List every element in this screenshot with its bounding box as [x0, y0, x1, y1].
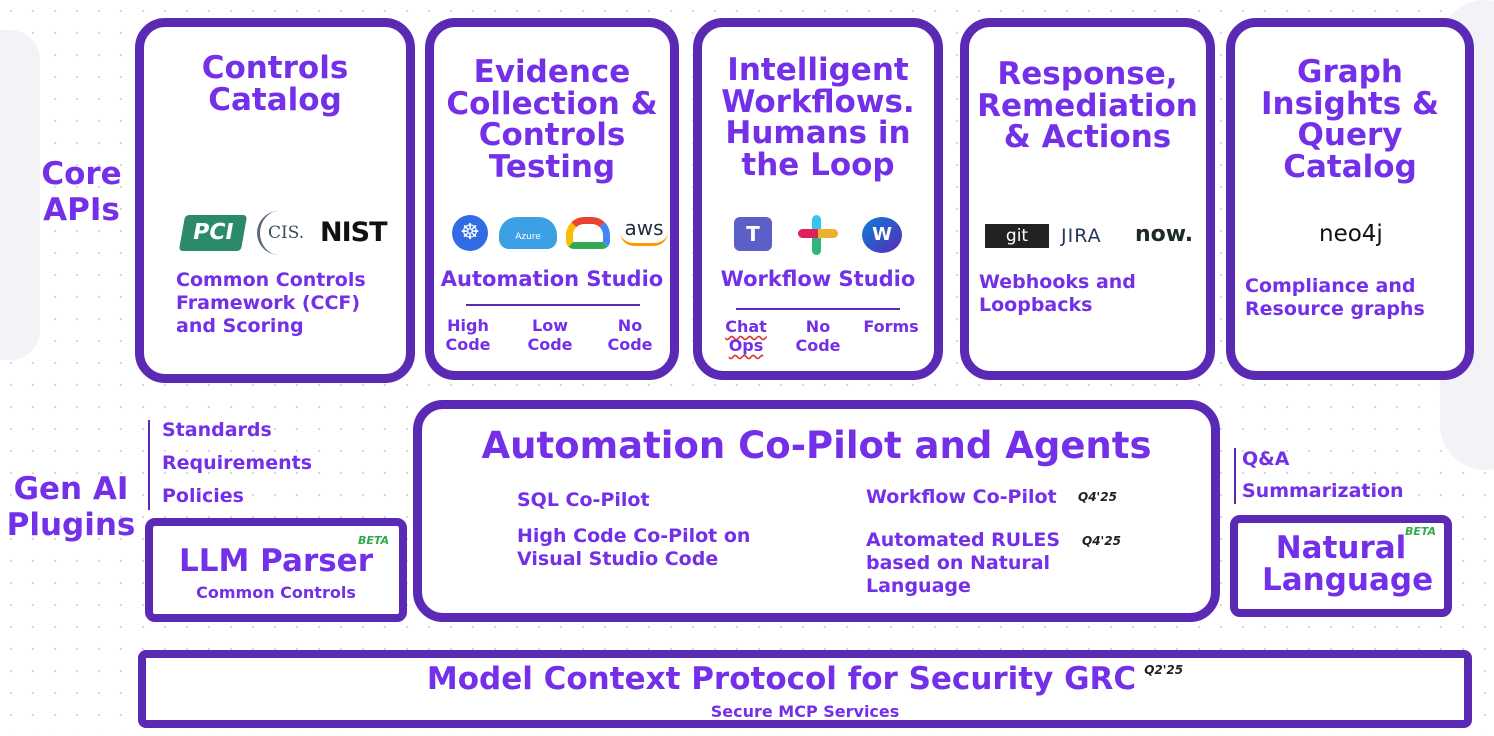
neo4j-logo: neo4j: [1319, 221, 1383, 247]
webhooks-description: Webhooks and Loopbacks: [979, 271, 1136, 317]
webex-icon: W: [862, 217, 902, 253]
natural-language-beta-badge: BETA: [1404, 525, 1436, 538]
gen-ai-plugins-label: Gen AI Plugins: [6, 471, 136, 543]
high-code-copilot-item: High Code Co-Pilot on Visual Studio Code: [517, 525, 751, 571]
controls-catalog-title: Controls Catalog: [201, 50, 349, 118]
evidence-collection-card: Evidence Collection & Controls Testing ☸…: [425, 18, 679, 380]
git-logo: git: [985, 224, 1049, 248]
graph-description: Compliance and Resource graphs: [1245, 275, 1425, 321]
automated-rules-item: Automated RULES based on Natural Languag…: [866, 529, 1060, 598]
sql-copilot-item: SQL Co-Pilot: [517, 489, 650, 511]
evidence-collection-title: Evidence Collection & Controls Testing: [446, 54, 658, 185]
kubernetes-icon: ☸: [452, 215, 488, 251]
mcp-subtitle: Secure MCP Services: [710, 702, 900, 721]
jira-logo: JIRA: [1061, 225, 1102, 247]
teams-icon: T: [734, 217, 772, 251]
ccf-description: Common Controls Framework (CCF) and Scor…: [176, 269, 366, 338]
watermark-left: [0, 30, 40, 360]
servicenow-logo: now.: [1135, 222, 1194, 247]
azure-icon: Azure: [499, 217, 557, 249]
nist-logo: NIST: [320, 217, 388, 248]
intelligent-workflows-title: Intelligent Workflows. Humans in the Loo…: [721, 52, 915, 183]
workflow-copilot-quarter-tag: Q4'25: [1078, 490, 1117, 504]
automated-rules-quarter-tag: Q4'25: [1082, 534, 1121, 548]
plugin-summarization: Summarization: [1242, 480, 1404, 502]
google-cloud-icon: [566, 217, 610, 249]
llm-parser-beta-badge: BETA: [357, 534, 389, 547]
llm-parser-subtitle: Common Controls: [196, 583, 356, 602]
llm-parser-card: BETA LLM Parser Common Controls: [145, 518, 407, 622]
cis-logo: CIS.: [257, 211, 307, 255]
graph-insights-card: Graph Insights & Query Catalog neo4j Com…: [1226, 18, 1474, 380]
aws-icon: aws: [620, 213, 668, 246]
intelligent-workflows-card: Intelligent Workflows. Humans in the Loo…: [693, 18, 943, 380]
copilot-card: Automation Co-Pilot and Agents SQL Co-Pi…: [413, 400, 1220, 622]
plugin-standards: Standards: [162, 419, 272, 441]
response-remediation-card: Response, Remediation & Actions git JIRA…: [960, 18, 1215, 380]
plugin-policies: Policies: [162, 485, 244, 507]
mcp-quarter-tag: Q2'25: [1144, 663, 1184, 677]
pci-logo: PCI: [178, 215, 248, 251]
response-remediation-title: Response, Remediation & Actions: [977, 56, 1198, 156]
copilot-title: Automation Co-Pilot and Agents: [481, 424, 1152, 467]
graph-insights-title: Graph Insights & Query Catalog: [1260, 54, 1440, 185]
natural-language-title: Natural Language: [1262, 530, 1434, 598]
core-apis-label: Core APIs: [41, 156, 122, 228]
plugin-qa: Q&A: [1242, 448, 1290, 470]
slack-icon: [798, 215, 838, 255]
controls-catalog-card: Controls Catalog PCI CIS. NIST Common Co…: [135, 18, 415, 383]
workflow-studio-label: Workflow Studio: [720, 267, 916, 291]
workflow-studio-divider: [736, 308, 900, 310]
workflow-copilot-item: Workflow Co-Pilot: [866, 486, 1057, 508]
forms-option: Forms: [863, 317, 919, 336]
plugin-requirements: Requirements: [162, 452, 313, 474]
automation-studio-label: Automation Studio: [440, 267, 664, 291]
llm-parser-title: LLM Parser: [178, 543, 373, 579]
natural-language-card: BETA Natural Language: [1230, 515, 1452, 617]
automation-studio-divider: [466, 304, 640, 306]
left-plugins-divider: [148, 420, 150, 510]
right-plugins-divider: [1234, 448, 1236, 504]
